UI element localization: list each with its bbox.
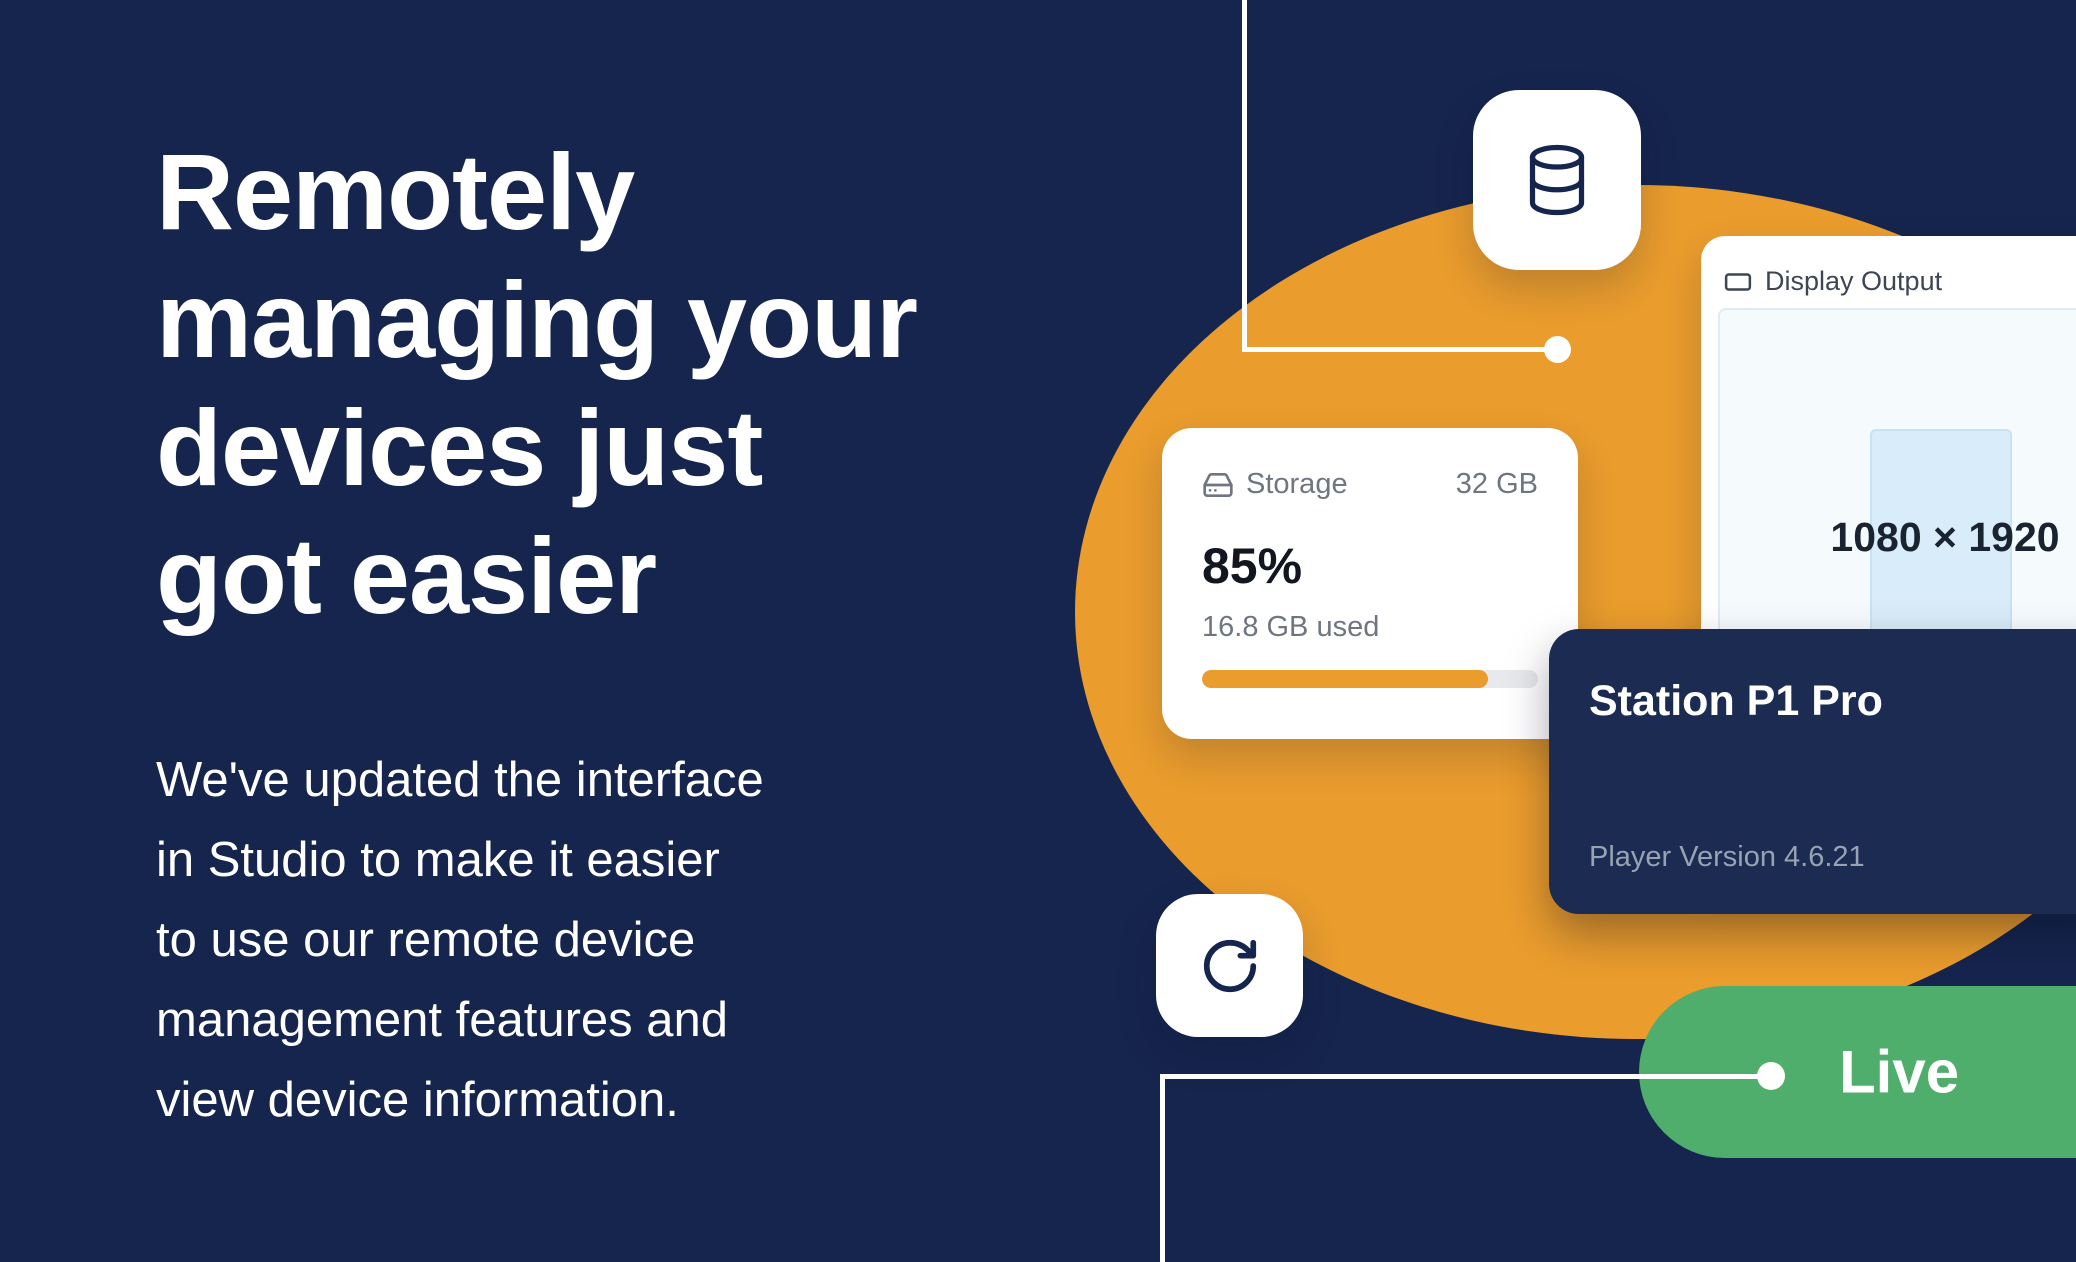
refresh-button[interactable]	[1156, 894, 1303, 1037]
live-status-badge: Live	[1639, 986, 2076, 1158]
storage-card-header: Storage 32 GB	[1202, 468, 1538, 501]
storage-progress-fill	[1202, 670, 1488, 688]
hard-drive-icon	[1202, 469, 1234, 501]
connector-line-bottom-horizontal	[1160, 1074, 1774, 1079]
page-description: We've updated the interface in Studio to…	[156, 753, 764, 1127]
live-label: Live	[1839, 1038, 1960, 1106]
device-player-version: Player Version 4.6.21	[1589, 841, 1865, 873]
storage-card: Storage 32 GB 85% 16.8 GB used	[1162, 428, 1578, 739]
connector-line-bottom-vertical	[1160, 1076, 1165, 1262]
storage-capacity: 32 GB	[1455, 468, 1538, 500]
monitor-icon	[1723, 267, 1753, 297]
storage-used-detail: 16.8 GB used	[1202, 611, 1380, 643]
display-output-label: Display Output	[1765, 266, 1943, 296]
connector-line-top-vertical	[1242, 0, 1247, 352]
connector-dot-bottom	[1757, 1062, 1785, 1090]
display-output-header: Display Output	[1723, 266, 1942, 297]
database-icon	[1515, 138, 1599, 222]
connector-dot-top	[1544, 336, 1571, 363]
connector-line-top-horizontal	[1242, 347, 1560, 352]
page-title: Remotely managing your devices just got …	[156, 131, 918, 636]
display-resolution: 1080 × 1920	[1830, 514, 2060, 560]
storage-percent-used: 85%	[1202, 538, 1303, 594]
storage-progress-track	[1202, 670, 1538, 688]
database-icon-card	[1473, 90, 1641, 270]
device-name: Station P1 Pro	[1589, 677, 1883, 725]
refresh-icon	[1199, 935, 1261, 997]
device-info-card: Station P1 Pro Player Version 4.6.21	[1549, 629, 2076, 914]
storage-label: Storage	[1246, 468, 1348, 500]
